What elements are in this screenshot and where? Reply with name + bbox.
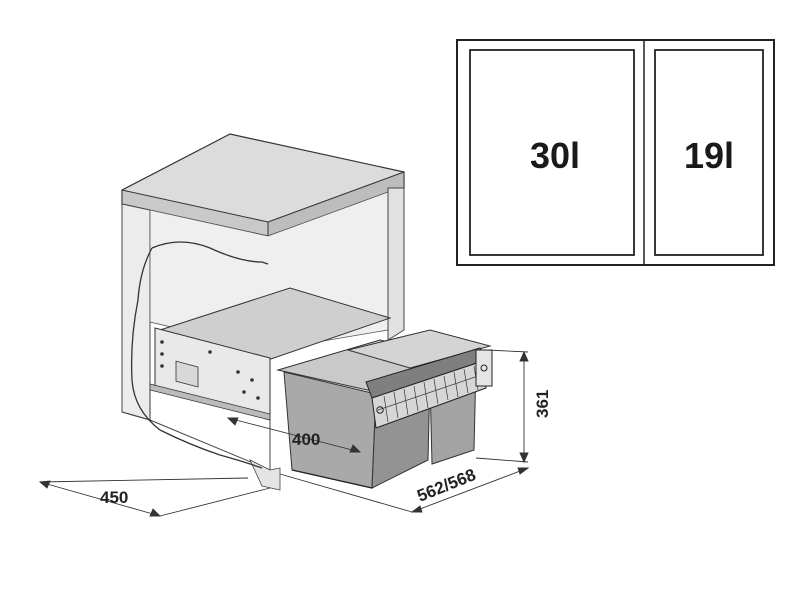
bracket-mount-plate	[175, 360, 199, 388]
dim-361-extension-bottom	[475, 457, 529, 463]
bins	[276, 329, 493, 489]
volume-plan: 30l 19l	[456, 39, 775, 266]
dim-450-line	[39, 481, 161, 517]
carrier-grille	[371, 359, 487, 429]
dim-361-label: 361	[533, 390, 552, 418]
plan-right-compartment	[654, 49, 764, 256]
bracket-hole	[160, 340, 164, 344]
volume-right-label: 19l	[684, 135, 734, 176]
small-bin-rim	[346, 329, 492, 369]
dim-361-extension-top	[485, 349, 529, 353]
dim-450-arrow-end	[149, 508, 162, 517]
bracket-hole	[236, 370, 240, 374]
dim-depth-label: 562/568	[414, 465, 478, 506]
bracket-hole	[160, 364, 164, 368]
bracket-hole	[208, 350, 212, 354]
plan-outer-frame	[456, 39, 775, 266]
pull-out-frame	[149, 287, 392, 421]
cutaway-line-left	[130, 247, 161, 431]
dim-depth-extension	[279, 473, 413, 513]
dim-361-arrow-bottom	[519, 452, 529, 464]
dim-depth-line	[411, 467, 529, 513]
cabinet	[121, 133, 405, 491]
dim-450-extension-b	[159, 487, 271, 517]
dimension-lines	[38, 349, 530, 517]
lower-rail	[149, 383, 271, 421]
dim-450-label: 450	[100, 488, 128, 507]
cutaway-line-bottom	[159, 429, 263, 469]
dim-450-arrow-start	[38, 480, 51, 489]
carrier-screw	[376, 406, 384, 414]
dim-450-extension	[39, 477, 249, 483]
plinth	[249, 459, 281, 491]
large-bin-base	[291, 469, 373, 489]
dim-400-arrow-end	[349, 444, 362, 453]
bracket-hole	[160, 352, 164, 356]
bracket-hole	[242, 390, 246, 394]
dim-400-line	[227, 417, 361, 453]
dim-400-label: 400	[292, 430, 320, 449]
dim-361-arrow-top	[519, 350, 529, 362]
plan-left-compartment	[469, 49, 635, 256]
dim-depth-arrow-start	[410, 505, 423, 513]
clip-screw	[480, 364, 488, 372]
dim-depth-arrow-end	[517, 467, 530, 475]
cabinet-right-panel	[387, 187, 405, 341]
bracket-hole	[256, 396, 260, 400]
dim-400-arrow-start	[226, 417, 239, 426]
volume-left-label: 30l	[530, 135, 580, 176]
front-clip	[475, 349, 493, 387]
cutaway-line-top	[151, 241, 269, 265]
bracket-hole	[250, 378, 254, 382]
cabinet-bottom-edge	[121, 411, 271, 471]
